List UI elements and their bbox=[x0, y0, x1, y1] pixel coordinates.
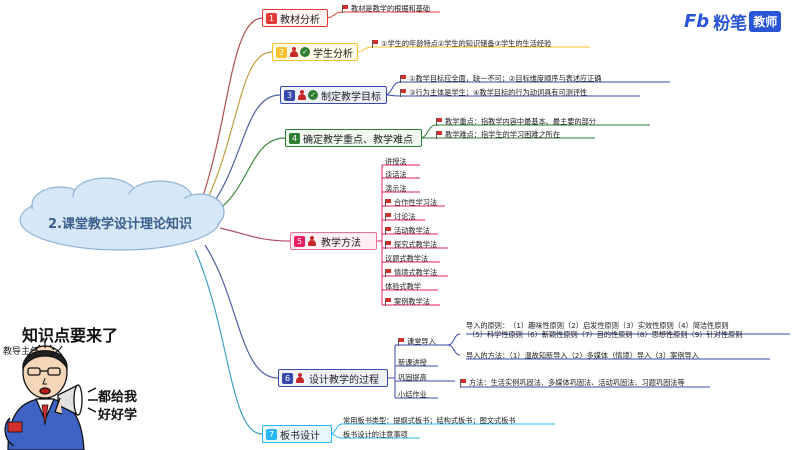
branch-number-badge: 2 bbox=[276, 46, 287, 58]
leaf-item: 情境式教学法 bbox=[385, 268, 437, 277]
branch-number-badge: 5 bbox=[294, 235, 305, 247]
leaf-item: 演示法 bbox=[385, 184, 407, 193]
connector-1 bbox=[199, 17, 263, 206]
person-icon bbox=[296, 373, 304, 383]
leaf-item: 教学难点：指学生的学习困难之所在 bbox=[436, 130, 560, 139]
leaf-item: 小结作业 bbox=[398, 390, 427, 399]
central-topic: 2.课堂教学设计理论知识 bbox=[48, 217, 192, 232]
speech-line-2: 好好学 bbox=[98, 408, 138, 423]
leaf-item: 讲授法 bbox=[385, 157, 407, 166]
branch-node-3[interactable]: 3 ✓ 制定教学目标 bbox=[280, 86, 387, 104]
branch-node-7[interactable]: 7 板书设计 bbox=[262, 425, 332, 443]
leaf-item: ①教学目标应全面，缺一不可；②目标维度顺序与表述应正确 bbox=[400, 74, 602, 83]
branch-label: 学生分析 bbox=[313, 48, 353, 60]
leaf-item: 板书设计的注意事项 bbox=[343, 430, 408, 439]
logo-badge: 教师 bbox=[749, 11, 782, 32]
consolidate-methods: 方法：生活实例巩固法、多媒体巩固法、活动巩固法、习题巩固法等 bbox=[460, 378, 685, 387]
speech-line-1: 都给我 bbox=[98, 390, 138, 405]
flag-icon bbox=[400, 74, 406, 83]
flag-icon bbox=[385, 268, 391, 277]
intro-principles: 导入的原则：（1）趣味性原则（2）启发性原则（3）实效性原则（4）简洁性原则 （… bbox=[466, 321, 743, 339]
leaf-item: 探究式教学法 bbox=[385, 240, 437, 249]
branch-label: 制定教学目标 bbox=[321, 91, 381, 103]
branch-number-badge: 7 bbox=[266, 428, 277, 440]
flag-icon bbox=[460, 378, 466, 387]
cartoon-role: 教导主任 bbox=[3, 347, 40, 357]
check-icon: ✓ bbox=[308, 90, 318, 100]
connector-7 bbox=[194, 249, 263, 435]
cartoon-director bbox=[4, 342, 98, 450]
logo-name: 粉笔 bbox=[713, 14, 748, 34]
connector-2 bbox=[204, 51, 273, 206]
branch-number-badge: 6 bbox=[282, 372, 293, 384]
person-icon bbox=[298, 90, 306, 100]
leaf-item: 常用板书类型：提纲式板书；结构式板书；图文式板书 bbox=[343, 416, 516, 425]
branch-number-badge: 3 bbox=[284, 89, 295, 101]
leaf-item: 体验式教学 bbox=[385, 282, 421, 291]
cartoon-headline: 知识点要来了 bbox=[22, 326, 119, 345]
leaf-item: 巩固提高 bbox=[398, 373, 427, 382]
leaf-item: ③行为主体是学生；④教学目标的行为动词具有可测评性 bbox=[400, 88, 587, 97]
leaf-item: 新课讲授 bbox=[398, 358, 427, 367]
branch-node-2[interactable]: 2 ✓ 学生分析 bbox=[272, 43, 358, 61]
flag-icon bbox=[398, 337, 404, 346]
flag-icon bbox=[436, 130, 442, 139]
connector-3 bbox=[209, 94, 281, 209]
connector-4 bbox=[214, 137, 286, 213]
flag-icon bbox=[385, 240, 391, 249]
central-cloud bbox=[19, 177, 225, 251]
leaf-item: 谈话法 bbox=[385, 170, 407, 179]
leaf-item: ①学生的年龄特点②学生的知识储备③学生的生活经验 bbox=[372, 39, 551, 48]
leaf-item: 教学重点：指教学内容中最基本、最主要的部分 bbox=[436, 117, 596, 126]
intro-methods: 导入的方法：（1）温故知新导入（2）多媒体（情境）导入（3）案例导入 bbox=[466, 351, 699, 360]
branch-number-badge: 1 bbox=[266, 12, 277, 24]
leaf-item: 讨论法 bbox=[385, 212, 416, 221]
connector-5 bbox=[219, 227, 291, 242]
branch-label: 教材分析 bbox=[280, 14, 320, 26]
flag-icon bbox=[436, 117, 442, 126]
logo-mark: Fb bbox=[684, 11, 710, 32]
leaf-item: 教材是教学的根据和基础 bbox=[342, 4, 430, 13]
branch-node-4[interactable]: 4 确定教学重点、教学难点 bbox=[285, 129, 422, 147]
leaf-item: 活动教学法 bbox=[385, 226, 430, 235]
flag-icon bbox=[385, 212, 391, 221]
flag-icon bbox=[372, 39, 378, 48]
connector-6 bbox=[204, 244, 279, 379]
flag-icon bbox=[400, 88, 406, 97]
check-icon: ✓ bbox=[300, 47, 310, 57]
brand-logo: Fb 粉笔 教师 bbox=[684, 9, 782, 34]
leaf-item: 议题式教学法 bbox=[385, 254, 429, 263]
leaf-item: 案例教学法 bbox=[385, 297, 430, 306]
flag-icon bbox=[342, 4, 348, 13]
branch-node-6[interactable]: 6 设计教学的过程 bbox=[278, 369, 388, 387]
branch-node-1[interactable]: 1 教材分析 bbox=[262, 9, 328, 27]
branch-label: 板书设计 bbox=[280, 430, 320, 442]
branch-label: 确定教学重点、教学难点 bbox=[303, 134, 413, 146]
branch-label: 教学方法 bbox=[321, 237, 361, 249]
person-icon bbox=[290, 47, 298, 57]
branch-node-5[interactable]: 5 教学方法 bbox=[290, 232, 377, 250]
branch-label: 设计教学的过程 bbox=[309, 374, 379, 386]
flag-icon bbox=[385, 297, 391, 306]
flag-icon bbox=[385, 198, 391, 207]
branch-number-badge: 4 bbox=[289, 132, 300, 144]
flag-icon bbox=[385, 226, 391, 235]
leaf-item: 合作性学习法 bbox=[385, 198, 437, 207]
person-icon bbox=[308, 236, 316, 246]
leaf-item: 课堂导入 bbox=[398, 337, 436, 346]
